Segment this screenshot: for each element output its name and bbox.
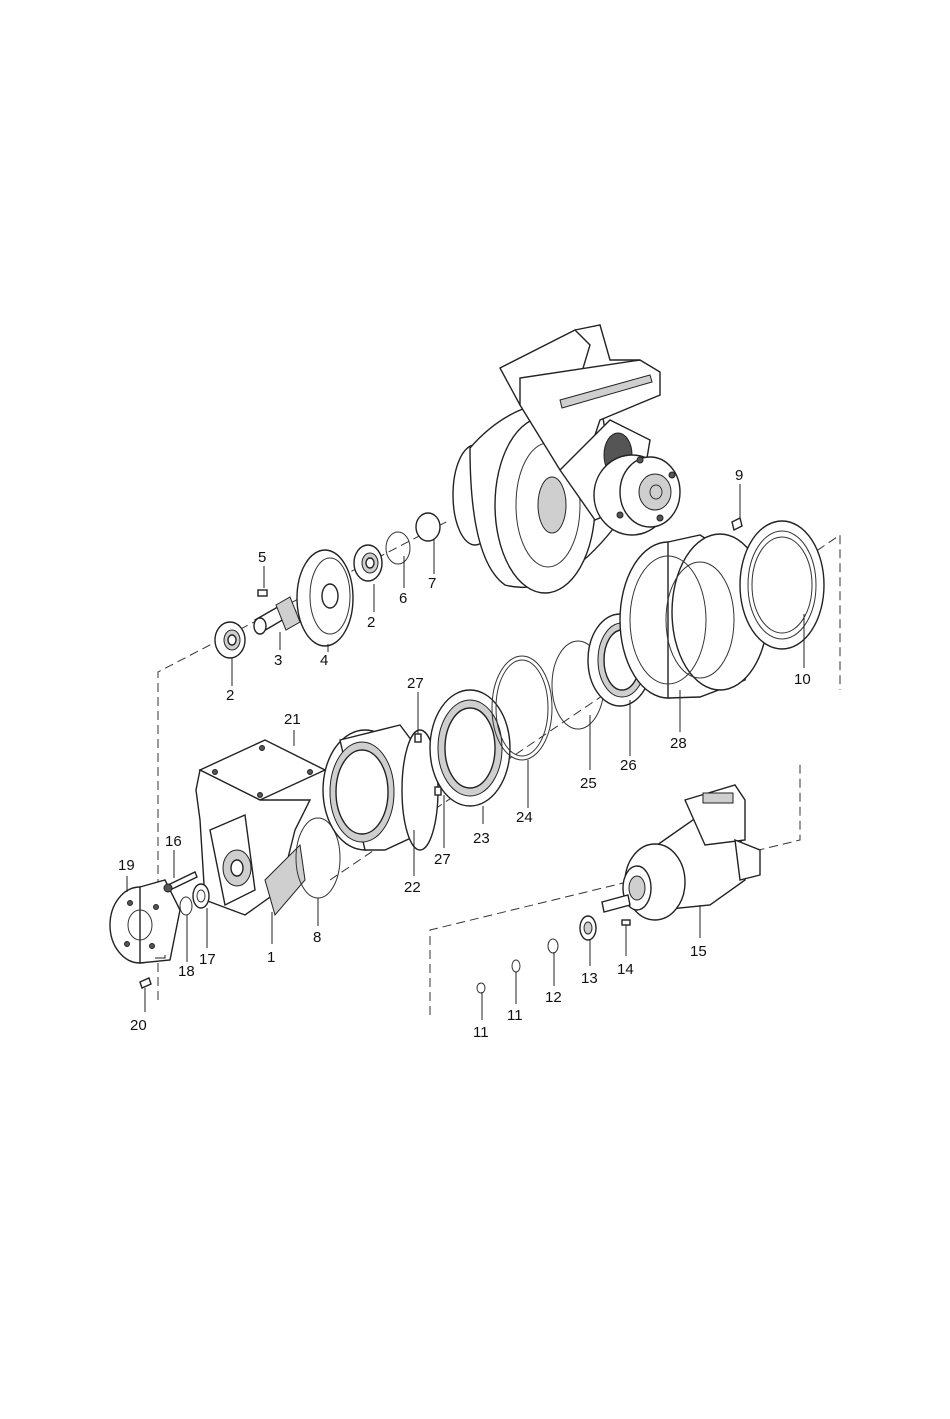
callout-9: 9 [735, 467, 743, 484]
motor-shaft [602, 895, 630, 912]
main-bearing [430, 690, 510, 806]
callout-28: 28 [670, 735, 687, 752]
callout-20: 20 [130, 1017, 147, 1034]
callout-5: 5 [258, 549, 266, 566]
key-14 [622, 920, 630, 925]
callout-2-left: 2 [226, 687, 234, 704]
callout-15: 15 [690, 943, 707, 960]
callout-23: 23 [473, 830, 490, 847]
callout-11-left: 11 [473, 1024, 489, 1041]
gear-wheel [297, 550, 353, 646]
callout-26: 26 [620, 757, 637, 774]
callout-12: 12 [545, 989, 562, 1006]
ring-gear [323, 725, 438, 850]
circlip [386, 532, 410, 564]
bearing-right [354, 545, 382, 581]
callout-14: 14 [617, 961, 634, 978]
callout-8: 8 [313, 929, 321, 946]
bearing-left [215, 622, 245, 658]
motor [623, 785, 760, 920]
pinion-13 [580, 916, 596, 940]
callout-4: 4 [320, 652, 328, 669]
callout-19: 19 [118, 857, 135, 874]
callout-10: 10 [794, 671, 811, 688]
bolt-16 [164, 872, 197, 892]
washer-12 [548, 939, 558, 953]
callout-25: 25 [580, 775, 597, 792]
callout-24: 24 [516, 809, 533, 826]
callout-16: 16 [165, 833, 182, 850]
callout-18: 18 [178, 963, 195, 980]
callout-1: 1 [267, 949, 275, 966]
callout-22: 22 [404, 879, 421, 896]
callout-13: 13 [581, 970, 598, 987]
callout-6: 6 [399, 590, 407, 607]
pin-27-lower [435, 787, 441, 795]
shim-disc [416, 513, 440, 541]
callout-27-lower: 27 [434, 851, 451, 868]
pin-27-upper [415, 734, 421, 742]
callout-11-right: 11 [507, 1007, 523, 1024]
bearing-17 [193, 884, 209, 908]
ring-11-right [512, 960, 520, 972]
screw-20 [140, 978, 151, 988]
seal-18 [180, 897, 192, 915]
key-pin [258, 590, 267, 596]
ring-11-left [477, 983, 485, 993]
callout-21: 21 [284, 711, 301, 728]
bolt-9 [732, 518, 742, 530]
callout-2-right: 2 [367, 614, 375, 631]
callout-27-upper: 27 [407, 675, 424, 692]
snap-ring-24 [492, 656, 552, 760]
callout-17: 17 [199, 951, 216, 968]
callout-3: 3 [274, 652, 282, 669]
cover-ring-10 [740, 521, 824, 649]
pinion-shaft [254, 597, 300, 634]
callout-7: 7 [428, 575, 436, 592]
flange [110, 880, 180, 963]
